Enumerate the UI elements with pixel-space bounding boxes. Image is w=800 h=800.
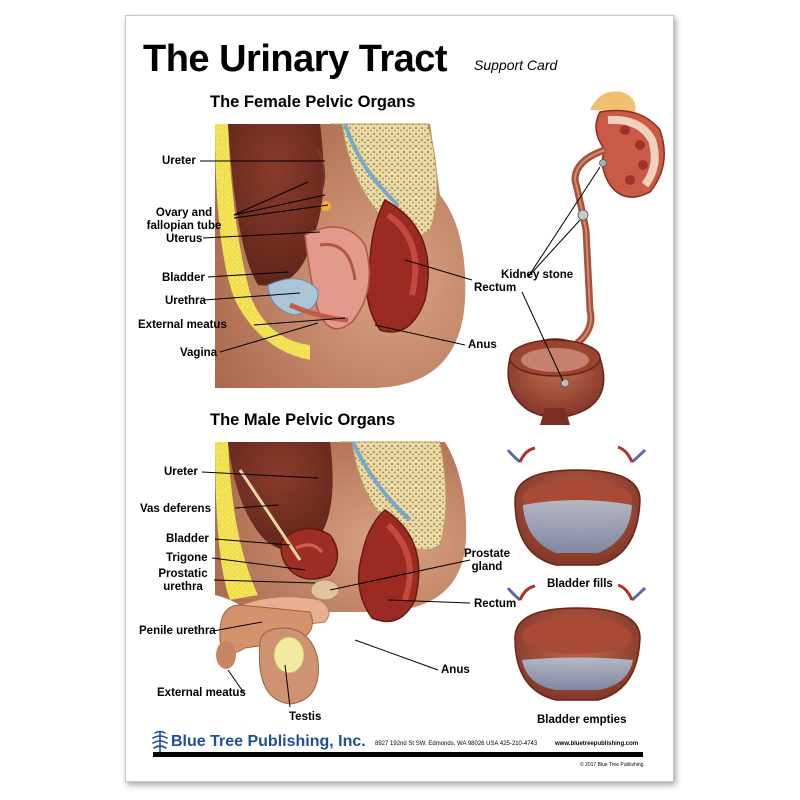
male-label-prostate-gland: Prostate gland (458, 548, 516, 574)
male-label-prostatic-line2: urethra (163, 581, 203, 593)
female-heading: The Female Pelvic Organs (210, 93, 416, 111)
copyright-notice: © 2017 Blue Tree Publishing (580, 762, 644, 768)
female-label-ovary-line2: fallopian tube (146, 220, 222, 232)
page-title: The Urinary Tract (143, 38, 448, 80)
male-label-prostate-line2: gland (471, 561, 503, 573)
female-label-ovary-line1: Ovary and (155, 207, 213, 219)
male-label-penile-urethra: Penile urethra (139, 625, 216, 637)
male-label-prostatic-line1: Prostatic (158, 568, 208, 580)
male-label-rectum: Rectum (474, 598, 517, 610)
page-subtitle: Support Card (474, 57, 558, 73)
male-label-bladder: Bladder (166, 533, 209, 545)
female-label-ureter: Ureter (162, 155, 196, 167)
female-label-urethra: Urethra (165, 295, 206, 307)
male-heading: The Male Pelvic Organs (210, 411, 396, 429)
bladder-with-stone-illustration (507, 338, 605, 425)
female-label-rectum: Rectum (474, 282, 517, 294)
publisher-address: 8927 192nd St SW, Edmonds, WA 98026 USA … (375, 741, 538, 747)
kidney-illustration (571, 91, 665, 348)
male-label-external-meatus: External meatus (157, 687, 246, 699)
tree-icon (152, 730, 168, 755)
male-label-prostatic-urethra: Prostatic urethra (153, 568, 213, 594)
male-label-testis: Testis (289, 711, 322, 723)
bladder-fills-illustration (506, 445, 647, 566)
female-pelvis-illustration (215, 123, 466, 388)
kidney-stone-label: Kidney stone (501, 269, 574, 281)
female-label-uterus: Uterus (166, 233, 203, 245)
male-label-trigone: Trigone (166, 552, 208, 564)
male-pelvis-illustration (215, 441, 467, 705)
female-label-external-meatus: External meatus (138, 319, 227, 331)
bladder-empties-illustration (506, 583, 647, 701)
male-label-prostate-line1: Prostate (463, 548, 511, 560)
male-label-ureter: Ureter (164, 466, 198, 478)
leader-lines (200, 160, 601, 708)
bladder-empties-label: Bladder empties (537, 714, 627, 726)
male-label-anus: Anus (441, 664, 470, 676)
female-label-ovary: Ovary and fallopian tube (136, 207, 232, 233)
bladder-fills-label: Bladder fills (547, 578, 613, 590)
male-label-vas-deferens: Vas deferens (140, 503, 211, 515)
publisher-brand: Blue Tree Publishing, Inc. (171, 733, 366, 750)
female-label-bladder: Bladder (162, 272, 205, 284)
publisher-website[interactable]: www.bluetreepublishing.com (555, 741, 639, 747)
female-label-vagina: Vagina (180, 347, 218, 359)
female-label-anus: Anus (468, 339, 497, 351)
footer-divider (153, 752, 643, 757)
